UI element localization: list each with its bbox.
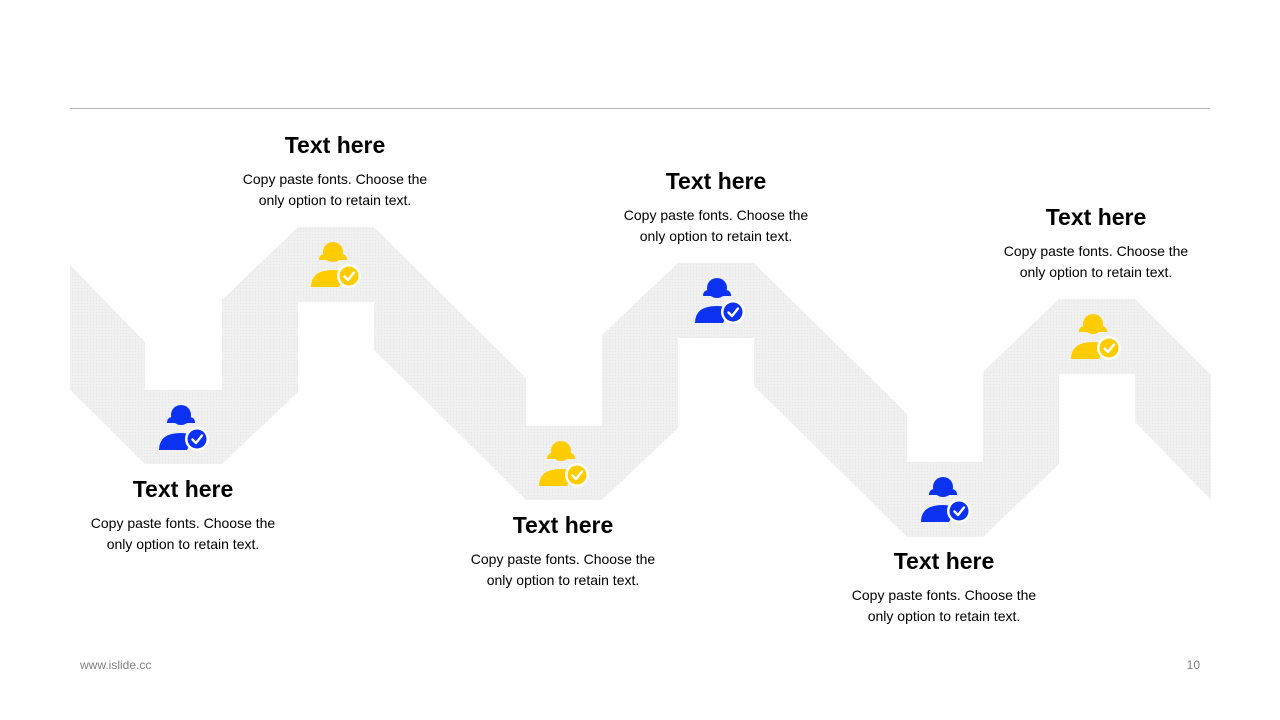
step-title: Text here bbox=[284, 132, 386, 158]
step-2: Text here Copy paste fonts. Choose the o… bbox=[215, 130, 455, 211]
step-description-line: Copy paste fonts. Choose the bbox=[90, 515, 276, 531]
step-title: Text here bbox=[512, 512, 614, 538]
step-description: Copy paste fonts. Choose the only option… bbox=[63, 513, 303, 555]
step-description-line: only option to retain text. bbox=[486, 572, 640, 588]
step-description-line: only option to retain text. bbox=[106, 536, 260, 552]
user-check-icon bbox=[1071, 314, 1121, 360]
header-divider bbox=[70, 108, 1210, 109]
step-description: Copy paste fonts. Choose the only option… bbox=[215, 169, 455, 211]
footer-website-link[interactable]: www.islide.cc bbox=[80, 658, 152, 672]
step-description-line: Copy paste fonts. Choose the bbox=[1003, 243, 1189, 259]
step-description: Copy paste fonts. Choose the only option… bbox=[976, 241, 1216, 283]
step-description-line: Copy paste fonts. Choose the bbox=[623, 207, 809, 223]
step-description-line: Copy paste fonts. Choose the bbox=[242, 171, 428, 187]
step-description: Copy paste fonts. Choose the only option… bbox=[596, 205, 836, 247]
user-check-icon bbox=[921, 477, 971, 523]
step-description: Copy paste fonts. Choose the only option… bbox=[443, 549, 683, 591]
user-check-icon bbox=[159, 405, 209, 451]
step-3: Text here Copy paste fonts. Choose the o… bbox=[443, 510, 683, 591]
step-1: Text here Copy paste fonts. Choose the o… bbox=[63, 474, 303, 555]
step-title: Text here bbox=[893, 548, 995, 574]
step-title: Text here bbox=[665, 168, 767, 194]
step-description-line: Copy paste fonts. Choose the bbox=[470, 551, 656, 567]
user-check-icon bbox=[311, 242, 361, 288]
path-band-shape bbox=[70, 227, 1211, 537]
step-title: Text here bbox=[1045, 204, 1147, 230]
step-4: Text here Copy paste fonts. Choose the o… bbox=[596, 166, 836, 247]
step-description: Copy paste fonts. Choose the only option… bbox=[824, 585, 1064, 627]
step-title: Text here bbox=[132, 476, 234, 502]
step-6: Text here Copy paste fonts. Choose the o… bbox=[976, 202, 1216, 283]
step-description-line: only option to retain text. bbox=[1019, 264, 1173, 280]
user-check-icon bbox=[695, 278, 745, 324]
page-number: 10 bbox=[1186, 658, 1200, 672]
step-5: Text here Copy paste fonts. Choose the o… bbox=[824, 546, 1064, 627]
step-description-line: only option to retain text. bbox=[258, 192, 412, 208]
user-check-icon bbox=[539, 441, 589, 487]
step-description-line: only option to retain text. bbox=[639, 228, 793, 244]
step-description-line: Copy paste fonts. Choose the bbox=[851, 587, 1037, 603]
step-description-line: only option to retain text. bbox=[867, 608, 1021, 624]
